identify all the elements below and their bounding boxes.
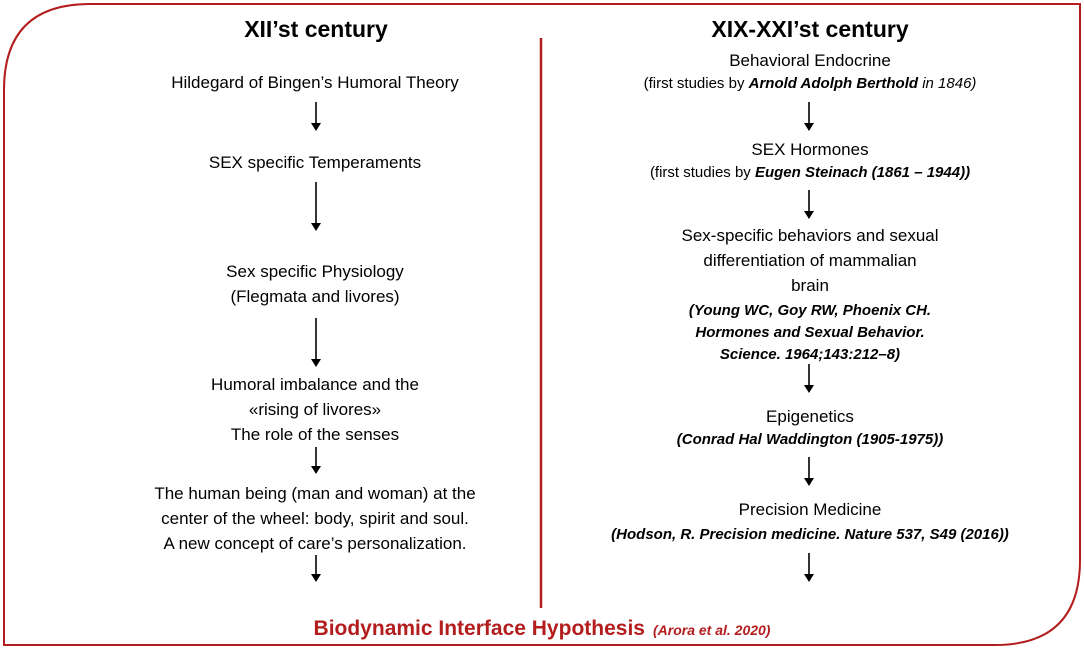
ref-prefix: (first studies by — [643, 75, 749, 92]
frame-border — [3, 3, 1081, 646]
node-line: SEX specific Temperaments — [208, 153, 422, 172]
left-node-human-being: The human being (man and woman) at the c… — [40, 481, 590, 556]
ref-prefix: (first studies by — [649, 164, 755, 181]
footer-reference: (Arora et al. 2020) — [652, 622, 771, 638]
node-line: Sex-specific behaviors and sexual — [681, 226, 939, 245]
left-node-temperaments: SEX specific Temperaments — [60, 150, 570, 175]
ref-author: Eugen Steinach (1861 – 1944)) — [754, 164, 971, 181]
right-node-sex-hormones: SEX Hormones (first studies by Eugen Ste… — [580, 137, 1040, 184]
left-node-humoral-imbalance: Humoral imbalance and the «rising of liv… — [60, 372, 570, 447]
right-node-behavioral-endocrine: Behavioral Endocrine (first studies by A… — [580, 48, 1040, 95]
ref-author: Arnold Adolph Berthold — [748, 75, 919, 92]
down-arrow-icon — [310, 182, 322, 232]
down-arrow-icon — [803, 364, 815, 394]
down-arrow-icon — [310, 447, 322, 475]
left-node-physiology: Sex specific Physiology (Flegmata and li… — [60, 259, 570, 309]
node-line: SEX Hormones — [751, 140, 869, 159]
node-line: Humoral imbalance and the — [211, 375, 419, 394]
right-node-sex-specific-behaviors: Sex-specific behaviors and sexual differ… — [580, 223, 1040, 366]
left-column-title: XII’st century — [244, 16, 388, 42]
down-arrow-icon — [803, 190, 815, 220]
node-line: Behavioral Endocrine — [729, 51, 891, 70]
right-node-epigenetics: Epigenetics (Conrad Hal Waddington (1905… — [580, 404, 1040, 451]
down-arrow-icon — [803, 553, 815, 583]
node-line: Epigenetics — [766, 407, 854, 426]
node-line: «rising of livores» — [248, 400, 382, 419]
footer: Biodynamic Interface Hypothesis (Arora et… — [0, 617, 1084, 641]
down-arrow-icon — [803, 102, 815, 132]
down-arrow-icon — [803, 457, 815, 487]
ref-suffix: in 1846) — [918, 75, 977, 92]
ref-line: (Conrad Hal Waddington (1905-1975)) — [676, 431, 944, 448]
left-node-humoral-theory: Hildegard of Bingen’s Humoral Theory — [60, 70, 570, 95]
node-line: Hildegard of Bingen’s Humoral Theory — [171, 73, 459, 92]
right-column-title: XIX-XXI’st century — [711, 16, 909, 42]
ref-line: (Young WC, Goy RW, Phoenix CH. — [688, 302, 932, 319]
ref-line: (Hodson, R. Precision medicine. Nature 5… — [611, 526, 1009, 543]
down-arrow-icon — [310, 555, 322, 583]
ref-line: Science. 1964;143:212–8) — [719, 346, 901, 363]
down-arrow-icon — [310, 102, 322, 132]
node-line: differentiation of mammalian — [703, 251, 917, 270]
down-arrow-icon — [310, 318, 322, 368]
node-line: Sex specific Physiology — [226, 262, 404, 281]
node-line: brain — [791, 276, 829, 295]
footer-hypothesis-title: Biodynamic Interface Hypothesis — [313, 617, 645, 640]
node-line: (Flegmata and livores) — [230, 287, 400, 306]
ref-line: Hormones and Sexual Behavior. — [695, 324, 925, 341]
node-line: center of the wheel: body, spirit and so… — [161, 509, 469, 528]
node-line: The human being (man and woman) at the — [154, 484, 476, 503]
node-line: Precision Medicine — [738, 500, 882, 519]
node-line: A new concept of care’s personalization. — [163, 534, 467, 553]
right-node-precision-medicine: Precision Medicine (Hodson, R. Precision… — [580, 497, 1040, 546]
node-line: The role of the senses — [230, 425, 400, 444]
